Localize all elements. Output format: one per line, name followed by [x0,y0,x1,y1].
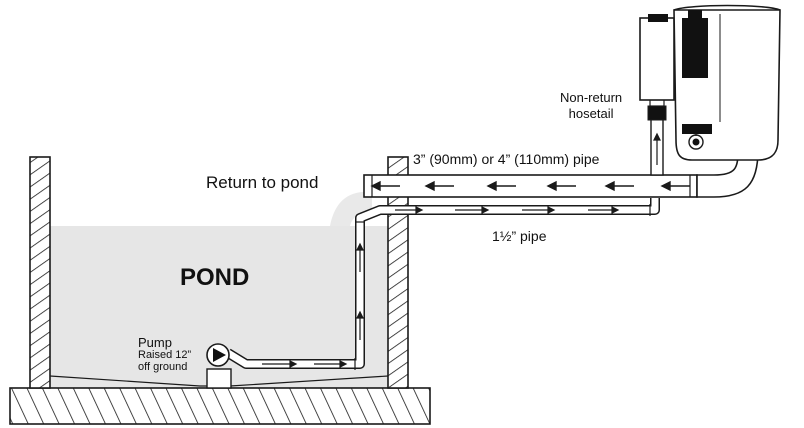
small-pipe-arrows [262,206,620,368]
pond-label: POND [180,264,250,291]
pump-raised-line-2: off ground [138,361,188,373]
non-return-line-1: Non-return [560,90,623,105]
return-to-pond-label: Return to pond [206,173,319,192]
water-swirl [330,191,372,226]
pond-water [50,226,388,388]
filter-unit-icon [639,4,781,161]
ground [9,387,431,425]
pump-raised-line-1: Raised 12” [138,349,192,361]
small-pipe-label: 1½” pipe [492,228,547,244]
non-return-hosetail-label: Non-return hosetail [560,90,622,122]
non-return-valve [647,105,667,121]
pump-base [206,368,232,389]
left-wall [29,156,51,389]
hosetail-arrow [653,132,661,165]
pump-icon [206,343,230,367]
small-pipe-inner [226,198,659,368]
pump-label-title: Pump [138,335,172,350]
pump-label: Pump Raised 12” off ground [138,336,191,373]
return-pipe-arrows [370,180,690,192]
large-pipe-label: 3” (90mm) or 4” (110mm) pipe [413,151,600,167]
return-pipe [363,174,698,198]
non-return-line-2: hosetail [568,106,614,121]
